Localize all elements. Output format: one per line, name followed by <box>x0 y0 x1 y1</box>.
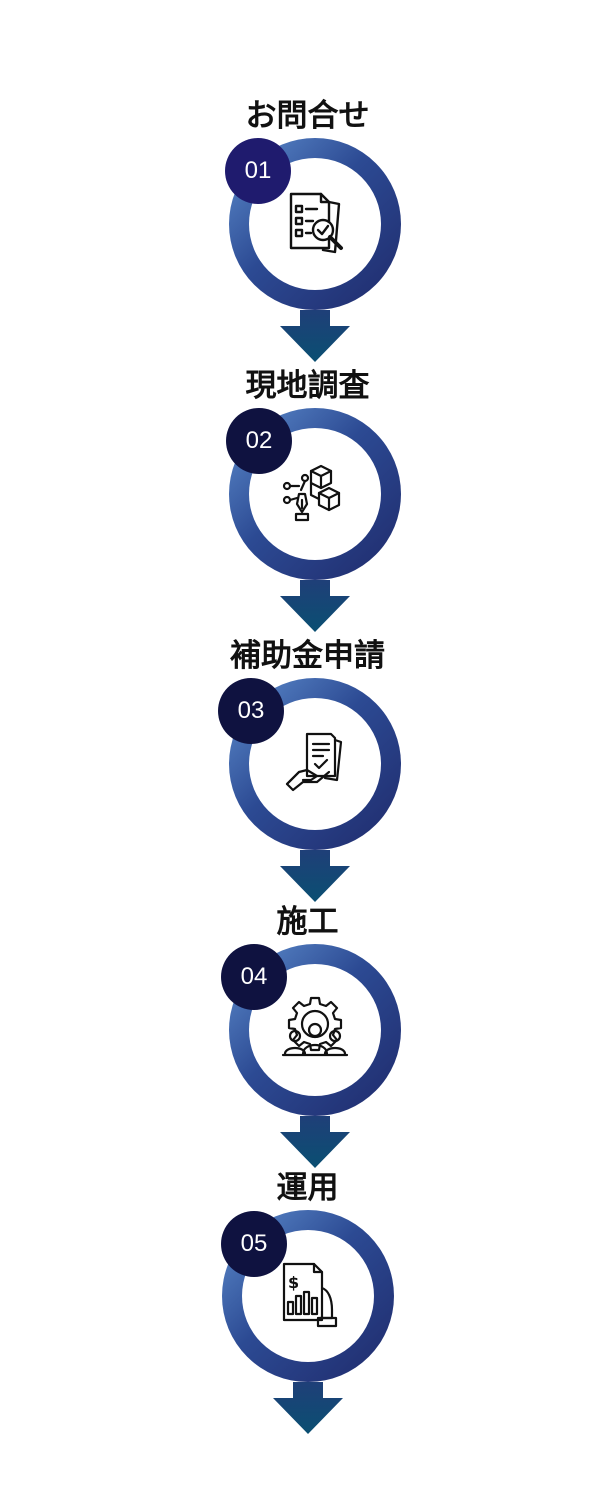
down-arrow-icon <box>280 580 350 632</box>
down-arrow-icon <box>273 1382 343 1434</box>
step-number-badge: 02 <box>226 408 292 474</box>
step-number-badge: 01 <box>225 138 291 204</box>
step-title: 現地調査 <box>245 368 370 404</box>
svg-text:$: $ <box>288 1273 299 1292</box>
down-arrow-icon <box>280 1116 350 1168</box>
gear-team-icon <box>281 996 349 1057</box>
financial-report-icon: $ <box>282 1262 338 1328</box>
step-number-badge: 04 <box>221 944 287 1010</box>
step-number-badge: 03 <box>218 678 284 744</box>
flow-step-2: 現地調査 02 <box>0 367 615 637</box>
flow-step-5: 運用 $ 05 <box>0 1169 615 1439</box>
flow-step-1: お問合せ 01 <box>0 97 615 367</box>
document-hand-icon <box>285 732 343 792</box>
flow-step-4: 施工 04 <box>0 903 615 1173</box>
step-title: 施工 <box>276 904 339 940</box>
step-title: 補助金申請 <box>230 638 385 674</box>
step-title: 運用 <box>276 1170 339 1206</box>
design-cubes-icon <box>282 464 341 522</box>
document-search-icon <box>289 192 343 254</box>
flow-step-3: 補助金申請 03 <box>0 637 615 907</box>
step-number-badge: 05 <box>221 1211 287 1277</box>
down-arrow-icon <box>280 850 350 902</box>
down-arrow-icon <box>280 310 350 362</box>
step-ring <box>229 944 401 1116</box>
step-title: お問合せ <box>245 98 370 134</box>
